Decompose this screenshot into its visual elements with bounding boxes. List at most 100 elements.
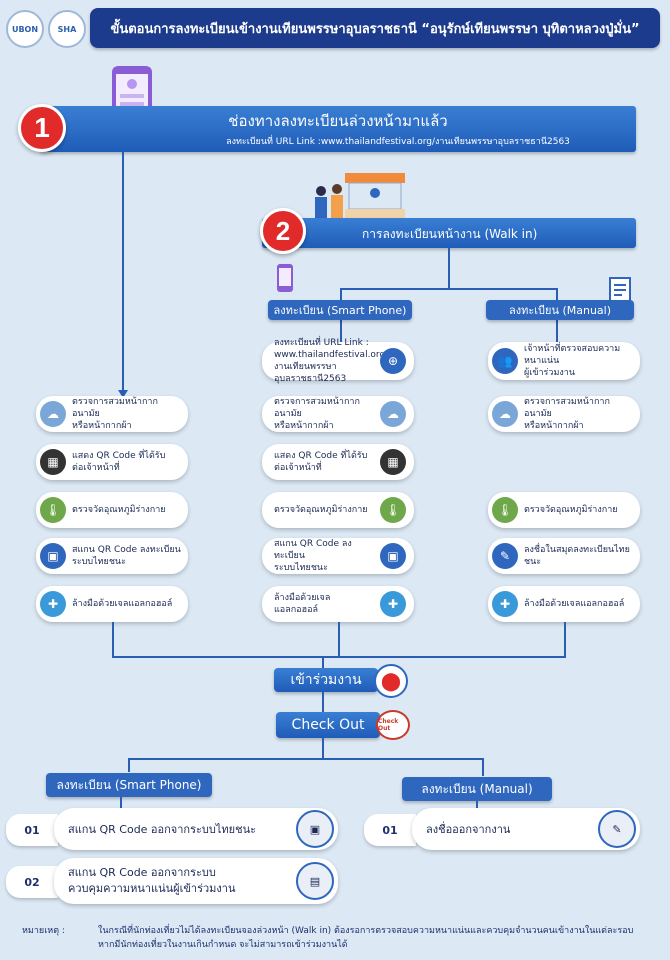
connector [128,758,130,772]
card-text: สแกน QR Code ออกจากระบบ ควบคุมความหนาแน่… [68,866,236,895]
connector [556,288,558,300]
note-label: หมายเหตุ : [22,926,65,936]
step-card: ▣ สแกน QR Code ลงทะเบียน ระบบไทยชนะ [36,538,188,574]
step-card: ล้างมือด้วยเจลแอลกอฮอล์ ✚ [262,586,414,622]
step-card: 👥 เจ้าหน้าที่ตรวจสอบความหนาแน่น ผู้เข้าร… [488,342,640,380]
footnote: หมายเหตุ : ในกรณีที่นักท่องเที่ยวไม่ได้ล… [22,924,662,950]
phone-scan-icon: ▤ [296,862,334,900]
step2-title: การลงทะเบียนหน้างาน (Walk in) [362,227,538,241]
sanitizer-icon: ✚ [40,591,66,617]
step-card: ✎ ลงชื่อในสมุดลงทะเบียนไทยชนะ [488,538,640,574]
card-text: ลงทะเบียนที่ URL Link : www.thailandfest… [274,338,389,384]
mask-icon: ☁ [492,401,518,427]
branch-smartphone: ลงทะเบียน (Smart Phone) [268,300,412,320]
checkout-step-card: สแกน QR Code ออกจากระบบ ควบคุมความหนาแน่… [54,858,338,904]
step-card: ลงทะเบียนที่ URL Link : www.thailandfest… [262,338,414,384]
connector [122,152,124,392]
card-text: ลงชื่อออกจากงาน [426,823,511,836]
out-manual-label: ลงทะเบียน (Manual) [402,777,552,801]
clipboard-icon: ✎ [598,810,636,848]
checkout-label: Check Out [276,712,380,738]
note-line2: หากมีนักท่องเที่ยวในงานเกินกำหนด จะไม่สา… [98,940,348,950]
card-text: สแกน QR Code ออกจากระบบไทยชนะ [68,823,256,836]
mask-icon: ☁ [40,401,66,427]
card-text: ตรวจวัดอุณหภูมิร่างกาย [274,505,368,515]
connector [322,692,324,712]
scan-icon: ▣ [40,543,66,569]
step2-banner: การลงทะเบียนหน้างาน (Walk in) [262,218,636,248]
step2-number: 2 [260,208,306,254]
card-text: แสดง QR Code ที่ได้รับ ต่อเจ้าหน้าที่ [72,451,166,473]
note-line1: ในกรณีที่นักท่องเที่ยวไม่ได้ลงทะเบียนจอง… [98,926,634,936]
step-card: ☁ ตรวจการสวมหน้ากากอนามัย หรือหน้ากากผ้า [488,396,640,432]
arrow [118,390,128,398]
card-text: ตรวจวัดอุณหภูมิร่างกาย [72,505,166,515]
step1-number: 1 [18,104,66,152]
logo-text: SHA [57,24,77,34]
card-text: ล้างมือด้วยเจลแอลกอฮอล์ [274,593,331,615]
card-text: ตรวจการสวมหน้ากากอนามัย หรือหน้ากากผ้า [274,397,360,431]
connector [564,622,566,656]
step1-subtitle: ลงทะเบียนที่ URL Link :www.thailandfesti… [226,137,570,147]
step-card: ✚ ล้างมือด้วยเจลแอลกอฮอล์ [488,586,640,622]
web-icon: ⊕ [380,348,406,374]
ubon-logo: UBON [6,10,44,48]
connector [340,320,342,344]
sanitizer-icon: ✚ [380,591,406,617]
card-text: สแกน QR Code ลงทะเบียน ระบบไทยชนะ [274,539,352,573]
smartphone-icon [277,264,293,292]
step-card: แสดง QR Code ที่ได้รับ ต่อเจ้าหน้าที่ ▦ [262,444,414,480]
connector [448,248,450,288]
location-pin-icon: ⬤ [374,664,408,698]
enter-event-label: เข้าร่วมงาน [274,668,378,692]
mask-icon: ☁ [380,401,406,427]
step1-title: ช่องทางลงทะเบียนล่วงหน้ามาแล้ว [228,112,448,130]
thermometer-icon: 🌡 [492,497,518,523]
checkout-badge-icon: Check Out [376,710,410,740]
connector [338,622,340,656]
step-card: สแกน QR Code ลงทะเบียน ระบบไทยชนะ ▣ [262,538,414,574]
connector [120,797,122,811]
connector [112,656,566,658]
card-text: ตรวจวัดอุณหภูมิร่างกาย [524,505,618,515]
card-text: ลงชื่อในสมุดลงทะเบียนไทยชนะ [524,545,630,567]
card-text: แสดง QR Code ที่ได้รับ ต่อเจ้าหน้าที่ [274,451,368,473]
thermometer-icon: 🌡 [40,497,66,523]
connector [340,288,342,300]
step-card: ✚ ล้างมือด้วยเจลแอลกอฮอล์ [36,586,188,622]
connector [322,656,324,668]
card-text: สแกน QR Code ลงทะเบียน ระบบไทยชนะ [72,545,181,567]
connector [322,738,324,758]
sha-logo: SHA [48,10,86,48]
step-card: ☁ ตรวจการสวมหน้ากากอนามัย หรือหน้ากากผ้า [36,396,188,432]
sanitizer-icon: ✚ [492,591,518,617]
checkout-step-card: ลงชื่อออกจากงาน ✎ [412,808,640,850]
thermometer-icon: 🌡 [380,497,406,523]
step-number: 02 [6,866,58,898]
connector [340,288,556,290]
card-text: ล้างมือด้วยเจลแอลกอฮอล์ [72,599,173,609]
step-number: 01 [364,814,416,846]
card-text: เจ้าหน้าที่ตรวจสอบความหนาแน่น ผู้เข้าร่ว… [524,344,621,378]
connector [476,801,478,811]
step-card: ตรวจวัดอุณหภูมิร่างกาย 🌡 [262,492,414,528]
step-card: 🌡 ตรวจวัดอุณหภูมิร่างกาย [488,492,640,528]
connector [112,622,114,656]
people-icon: 👥 [492,348,518,374]
out-smartphone-label: ลงทะเบียน (Smart Phone) [46,773,212,797]
logo-text: UBON [11,24,39,34]
connector [556,320,558,344]
step-number: 01 [6,814,58,846]
scan-icon: ▣ [296,810,334,848]
qr-icon: ▦ [380,449,406,475]
qr-icon: ▦ [40,449,66,475]
book-icon: ✎ [492,543,518,569]
connector [128,758,484,760]
page-title: ขั้นตอนการลงทะเบียนเข้างานเทียนพรรษาอุบล… [90,8,660,48]
card-text: ตรวจการสวมหน้ากากอนามัย หรือหน้ากากผ้า [524,397,610,431]
card-text: ล้างมือด้วยเจลแอลกอฮอล์ [524,599,625,609]
card-text: ตรวจการสวมหน้ากากอนามัย หรือหน้ากากผ้า [72,397,158,431]
scan-icon: ▣ [380,543,406,569]
step-card: ▦ แสดง QR Code ที่ได้รับ ต่อเจ้าหน้าที่ [36,444,188,480]
checkout-step-card: สแกน QR Code ออกจากระบบไทยชนะ ▣ [54,808,338,850]
